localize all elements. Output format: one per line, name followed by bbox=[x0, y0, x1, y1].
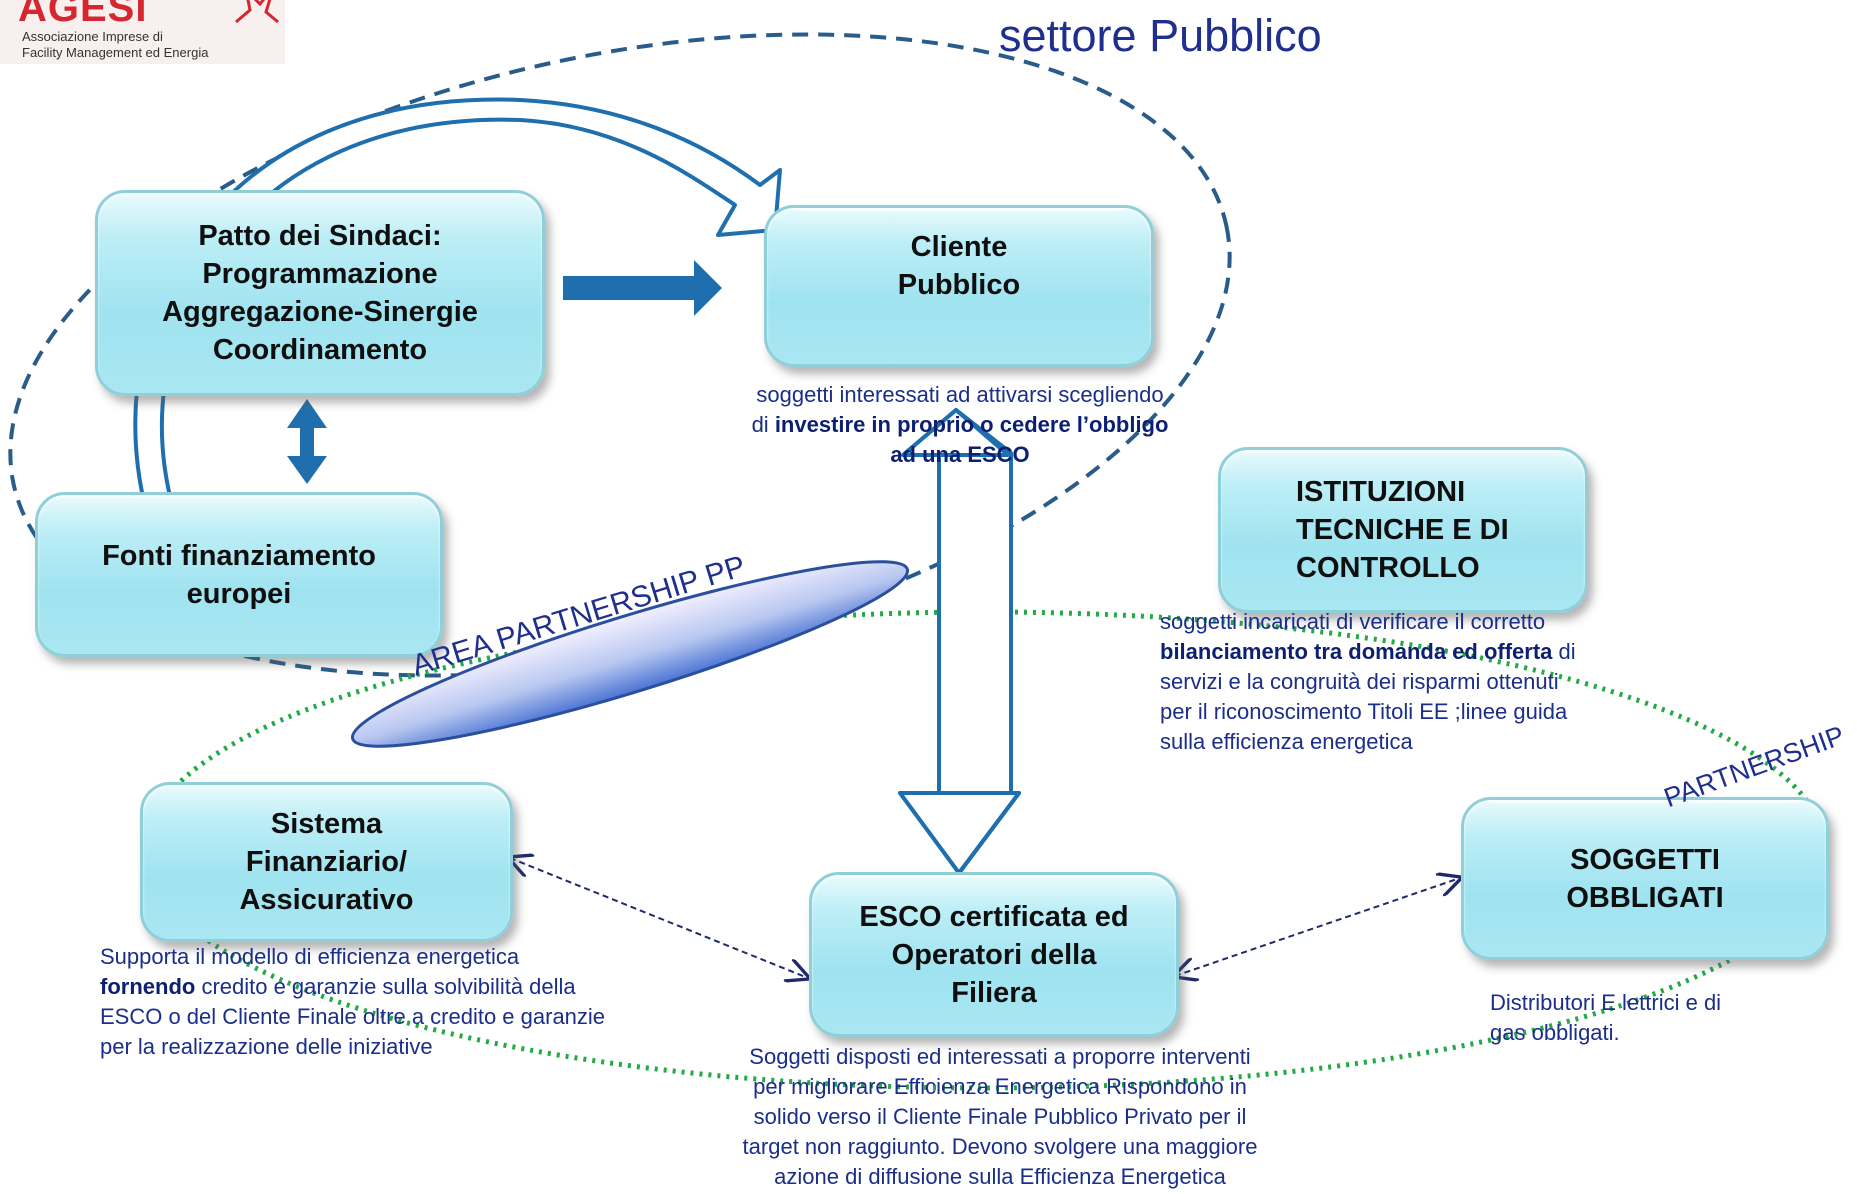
desc-esco-line-4: target non raggiunto. Devono svolgere un… bbox=[742, 1134, 1258, 1159]
desc-soggetti-line-2: gas obbligati. bbox=[1490, 1020, 1620, 1045]
desc-istituzioni-line-3: servizi e la congruità dei risparmi otte… bbox=[1160, 669, 1559, 694]
patto-line-4: Coordinamento bbox=[212, 334, 428, 366]
cliente-line-2: Pubblico bbox=[897, 269, 1021, 301]
desc-soggetti-line-1: Distributori E lettrici e di bbox=[1490, 990, 1722, 1015]
desc-esco-line-2: per migliorare Efficienza Energetica Ris… bbox=[753, 1074, 1247, 1099]
desc-sistema-line-2-post: credito e garanzie sulla solvibilità del… bbox=[195, 974, 576, 999]
patto-line-3: Aggregazione-Sinergie bbox=[162, 296, 478, 328]
dashed-arrow-esco-soggetti bbox=[1175, 878, 1460, 976]
desc-cliente-line-2-pre: di bbox=[751, 412, 775, 437]
sistema-line-2: Finanziario/ bbox=[245, 846, 408, 878]
logo-line-2: Facility Management ed Energia bbox=[22, 45, 209, 60]
desc-istituzioni-line-2-post: di bbox=[1552, 639, 1576, 664]
fonti-line-2: europei bbox=[186, 577, 292, 610]
desc-esco-line-3: solido verso il Cliente Finale Pubblico … bbox=[753, 1104, 1247, 1129]
desc-sistema-line-3: ESCO o del Cliente Finale oltre a credit… bbox=[100, 1004, 606, 1029]
arrow-right bbox=[563, 260, 722, 316]
desc-soggetti-obbligati: Distributori E lettrici e di gas obbliga… bbox=[1490, 988, 1810, 1048]
desc-istituzioni: soggetti incaricati di verificare il cor… bbox=[1160, 607, 1680, 757]
istituzioni-line-1: ISTITUZIONI bbox=[1296, 476, 1466, 508]
desc-istituzioni-line-2-bold: bilanciamento tra domanda ed offerta bbox=[1160, 639, 1553, 664]
box-istituzioni: ISTITUZIONI TECNICHE E DI CONTROLLO bbox=[1218, 447, 1588, 613]
desc-cliente-line-1: soggetti interessati ad attivarsi scegli… bbox=[756, 382, 1164, 407]
desc-sistema-line-4: per la realizzazione delle iniziative bbox=[100, 1034, 433, 1059]
box-esco-certificata: ESCO certificata ed Operatori della Fili… bbox=[809, 872, 1179, 1037]
sistema-line-3: Assicurativo bbox=[239, 884, 414, 916]
logo-wordmark: AGESI bbox=[18, 0, 148, 30]
star-icon bbox=[235, 0, 279, 24]
arrow-hollow-double-outline bbox=[898, 408, 1021, 875]
page-title: settore Pubblico bbox=[999, 10, 1322, 61]
desc-cliente-pubblico: soggetti interessati ad attivarsi scegli… bbox=[726, 380, 1194, 470]
public-sector-ellipse bbox=[8, 32, 1232, 678]
esco-line-1: ESCO certificata ed bbox=[859, 900, 1129, 933]
desc-esco-line-5: azione di diffusione sulla Efficienza En… bbox=[774, 1164, 1226, 1189]
fonti-line-1: Fonti finanziamento bbox=[102, 539, 376, 572]
desc-istituzioni-line-5: sulla efficienza energetica bbox=[1160, 729, 1413, 754]
desc-sistema-finanziario: Supporta il modello di efficienza energe… bbox=[100, 942, 720, 1062]
box-sistema-finanziario: Sistema Finanziario/ Assicurativo bbox=[140, 782, 513, 942]
desc-istituzioni-line-1: soggetti incaricati di verificare il cor… bbox=[1160, 609, 1546, 634]
istituzioni-line-2: TECNICHE E DI bbox=[1296, 514, 1509, 546]
esco-line-2: Operatori della bbox=[891, 938, 1097, 971]
soggetti-line-2: OBBLIGATI bbox=[1566, 881, 1724, 914]
desc-sistema-line-1: Supporta il modello di efficienza energe… bbox=[100, 944, 520, 969]
desc-esco: Soggetti disposti ed interessati a propo… bbox=[700, 1042, 1300, 1192]
box-soggetti-obbligati: SOGGETTI OBBLIGATI bbox=[1461, 797, 1829, 960]
desc-istituzioni-line-4: per il riconoscimento Titoli EE ;linee g… bbox=[1160, 699, 1568, 724]
dashed-arrow-sistema-esco bbox=[510, 858, 808, 978]
cliente-line-1: Cliente bbox=[910, 231, 1008, 263]
logo-line-1: Associazione Imprese di bbox=[22, 29, 163, 44]
arrow-vertical-double bbox=[287, 399, 327, 484]
soggetti-line-1: SOGGETTI bbox=[1570, 843, 1720, 876]
area-partnership-oval bbox=[350, 560, 910, 748]
patto-line-1: Patto dei Sindaci: bbox=[198, 220, 442, 252]
logo: AGESI Associazione Imprese di Facility M… bbox=[0, 0, 285, 64]
desc-cliente-line-2-bold: investire in proprio o cedere l’obbligo bbox=[774, 412, 1169, 437]
desc-esco-line-1: Soggetti disposti ed interessati a propo… bbox=[749, 1044, 1251, 1069]
arrow-hollow-double-shaft bbox=[939, 455, 1011, 793]
sistema-line-1: Sistema bbox=[270, 808, 383, 840]
box-fonti-finanziamento: Fonti finanziamento europei bbox=[35, 492, 443, 657]
box-patto-dei-sindaci: Patto dei Sindaci: Programmazione Aggreg… bbox=[95, 190, 545, 396]
desc-cliente-line-3-bold: ad una ESCO bbox=[890, 442, 1030, 467]
esco-line-3: Filiera bbox=[951, 976, 1037, 1009]
istituzioni-line-3: CONTROLLO bbox=[1296, 552, 1480, 584]
desc-sistema-line-2-bold: fornendo bbox=[100, 974, 196, 999]
box-cliente-pubblico: Cliente Pubblico bbox=[764, 205, 1154, 367]
patto-line-2: Programmazione bbox=[202, 258, 438, 290]
